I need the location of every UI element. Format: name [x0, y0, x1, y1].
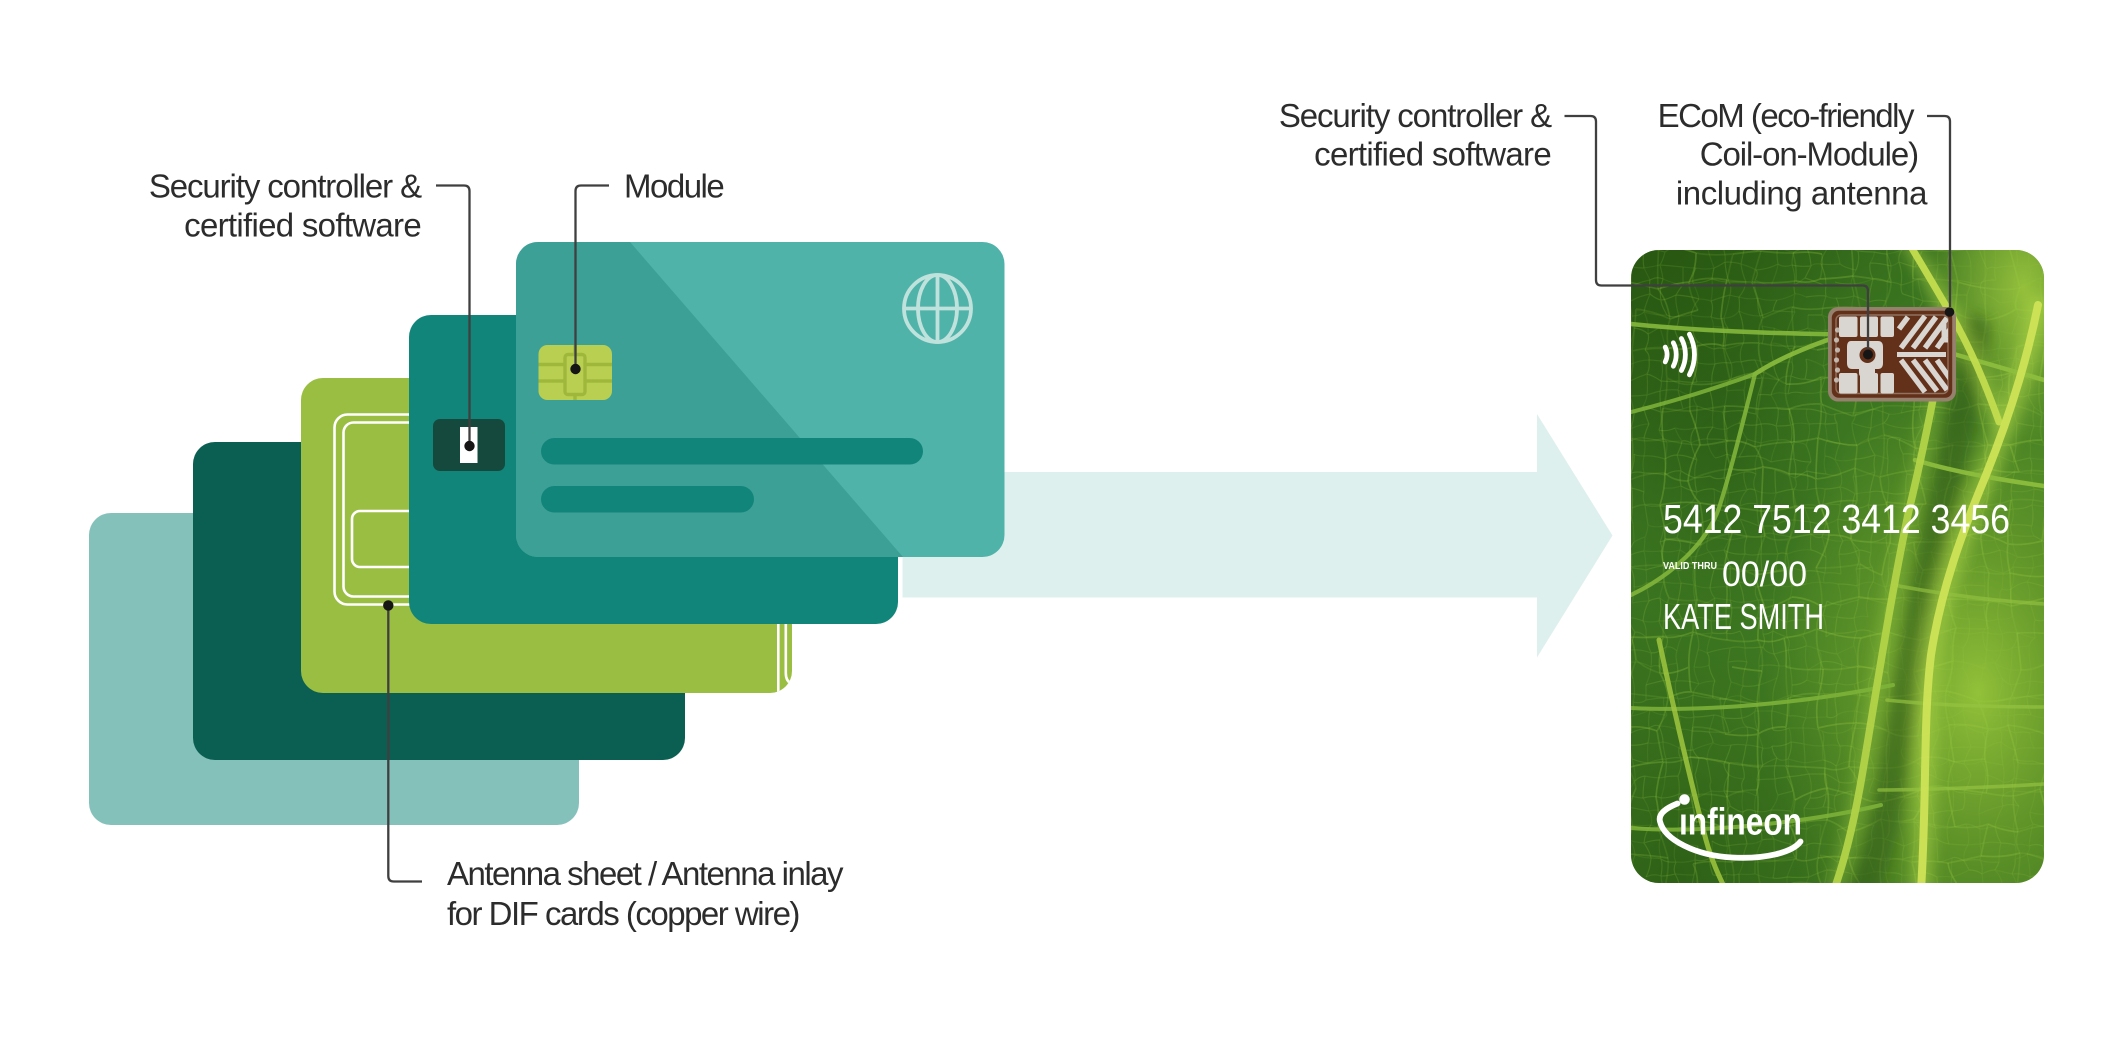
svg-text:including antenna: including antenna — [1676, 175, 1928, 212]
svg-text:certified software: certified software — [184, 206, 421, 243]
svg-text:5412 7512 3412 3456: 5412 7512 3412 3456 — [1663, 496, 2010, 542]
svg-text:Module: Module — [624, 167, 723, 204]
svg-text:Coil-on-Module): Coil-on-Module) — [1700, 136, 1918, 173]
svg-text:Security controller &: Security controller & — [1279, 97, 1552, 134]
svg-text:VALID THRU: VALID THRU — [1663, 560, 1717, 572]
svg-text:00/00: 00/00 — [1722, 555, 1807, 594]
svg-text:certified software: certified software — [1314, 136, 1551, 173]
svg-text:ınfineon: ınfineon — [1679, 802, 1802, 844]
svg-text:for DIF cards (copper wire): for DIF cards (copper wire) — [447, 895, 799, 932]
svg-text:Security controller &: Security controller & — [149, 167, 422, 204]
svg-text:Antenna sheet / Antenna inlay: Antenna sheet / Antenna inlay — [447, 855, 844, 892]
svg-text:ECoM (eco-friendly: ECoM (eco-friendly — [1658, 97, 1915, 134]
svg-text:KATE SMITH: KATE SMITH — [1663, 596, 1824, 637]
